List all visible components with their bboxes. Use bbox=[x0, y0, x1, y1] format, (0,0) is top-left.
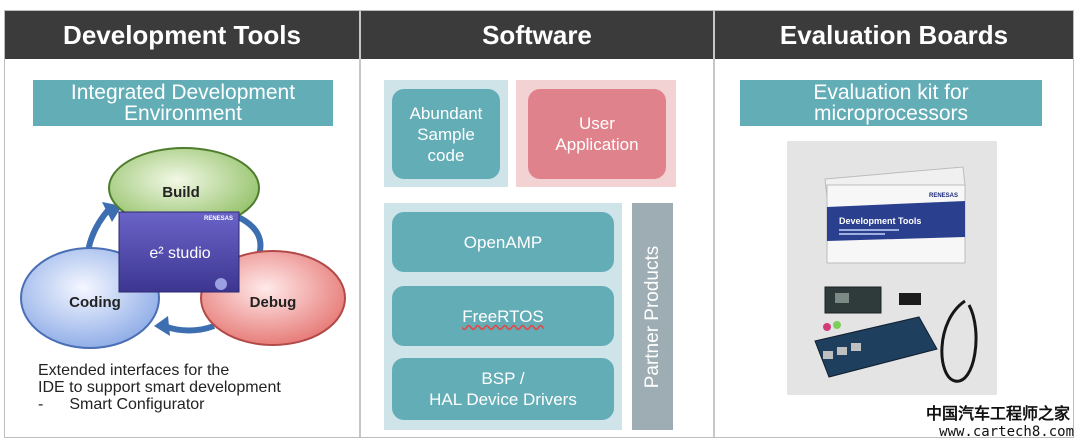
eval-kit-photo: RENESAS Development Tools bbox=[787, 141, 997, 395]
diagram-frame bbox=[4, 10, 1074, 438]
logo-brand: RENESAS bbox=[204, 216, 233, 222]
watermark-cn: 中国汽车工程师之家 bbox=[925, 404, 1070, 423]
header-development-tools: Development Tools bbox=[5, 11, 359, 59]
coding-label: Coding bbox=[69, 294, 121, 311]
eval-title-line1: Evaluation kit for bbox=[813, 81, 969, 104]
freertos-label: FreeRTOS bbox=[462, 306, 544, 326]
eval-title-line2: microprocessors bbox=[813, 102, 969, 125]
ide-title-line2: Environment bbox=[124, 102, 242, 125]
ide-desc-line2: IDE to support smart development bbox=[38, 379, 281, 396]
bullet-marker: - bbox=[38, 396, 44, 413]
header-evaluation-boards: Evaluation Boards bbox=[715, 11, 1073, 59]
debug-label: Debug bbox=[250, 294, 297, 311]
build-label: Build bbox=[162, 184, 200, 201]
ide-bullet: - Smart Configurator bbox=[38, 396, 281, 413]
header-software: Software bbox=[361, 11, 713, 59]
logo-text: e² studio bbox=[149, 245, 210, 262]
usb-cable bbox=[940, 299, 978, 383]
e2-studio-logo: RENESAS e² studio bbox=[118, 211, 240, 293]
box-title: Development Tools bbox=[839, 216, 921, 226]
user-line2: Application bbox=[555, 135, 639, 154]
bsp-line1: BSP / bbox=[481, 369, 525, 388]
bullet-text: Smart Configurator bbox=[69, 396, 205, 413]
arrow-debug-to-coding bbox=[162, 323, 216, 334]
module-board bbox=[899, 293, 921, 305]
ide-cycle-diagram: Build Coding Debug RENESAS e² studio bbox=[20, 147, 346, 349]
box-brand: RENESAS bbox=[929, 193, 958, 199]
product-box: RENESAS Development Tools bbox=[824, 166, 966, 264]
column-divider-2 bbox=[713, 11, 715, 437]
freertos-block: FreeRTOS bbox=[392, 286, 614, 346]
sample-line3: code bbox=[427, 145, 465, 165]
bsp-block: BSP / HAL Device Drivers bbox=[392, 358, 614, 420]
user-line1: User bbox=[579, 114, 615, 133]
ide-title-line1: Integrated Development bbox=[70, 81, 296, 104]
watermark-url: www.cartech8.com bbox=[939, 424, 1074, 440]
column-divider-1 bbox=[359, 11, 361, 437]
sample-line2: Sample bbox=[417, 124, 475, 144]
main-board bbox=[814, 316, 938, 378]
small-board bbox=[824, 286, 882, 314]
openamp-block: OpenAMP bbox=[392, 212, 614, 272]
bsp-line2: HAL Device Drivers bbox=[429, 390, 577, 409]
ide-desc-line1: Extended interfaces for the bbox=[38, 362, 230, 379]
sample-line1: Abundant bbox=[409, 103, 483, 123]
partner-products-label: Partner Products bbox=[641, 245, 663, 388]
arrow-head-icon bbox=[154, 316, 170, 336]
partner-products-bar: Partner Products bbox=[632, 203, 673, 430]
logo-badge-icon bbox=[215, 278, 227, 290]
ide-description: Extended interfaces for the IDE to suppo… bbox=[38, 362, 281, 413]
